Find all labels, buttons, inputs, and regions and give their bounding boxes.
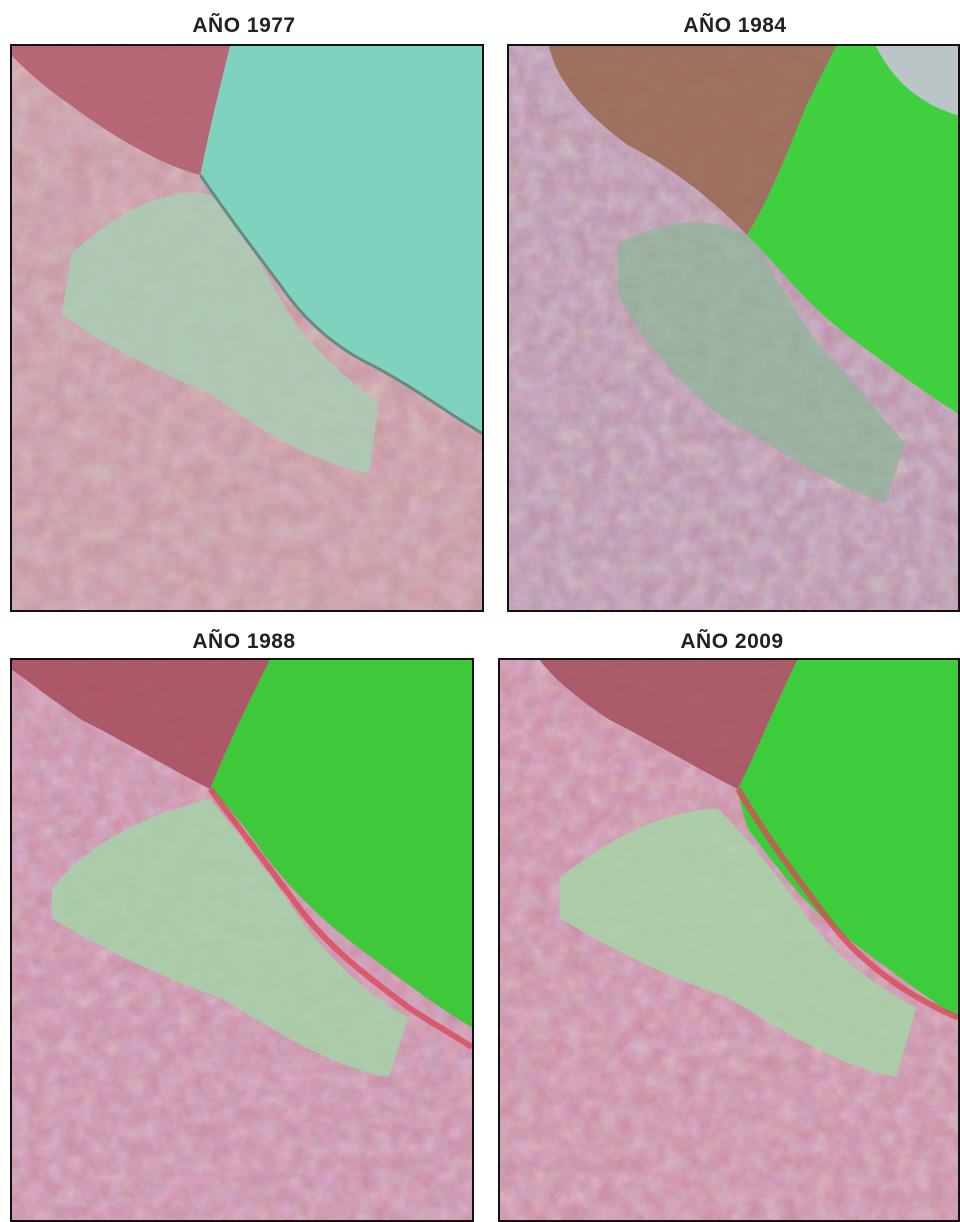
delta-area <box>12 660 270 790</box>
panel-title-1977: AÑO 1977 <box>192 14 296 37</box>
urban-area <box>559 808 917 1078</box>
urban-area <box>61 192 379 473</box>
city-corner <box>875 46 958 116</box>
satellite-image-2009 <box>498 658 960 1222</box>
coastline <box>199 174 482 435</box>
delta-area <box>548 46 837 235</box>
panel-title-2009: AÑO 2009 <box>680 630 784 653</box>
coastline <box>735 787 958 1021</box>
river-water <box>737 660 958 1018</box>
satellite-image-1988 <box>10 658 474 1222</box>
river-water <box>746 46 958 414</box>
river-water <box>200 46 482 434</box>
urban-area <box>51 799 409 1078</box>
urban-area <box>618 222 906 503</box>
delta-area <box>12 46 231 176</box>
panel-title-1984: AÑO 1984 <box>683 14 787 37</box>
satellite-image-1977 <box>10 44 484 612</box>
coastline <box>207 787 472 1050</box>
satellite-image-1984 <box>507 44 960 612</box>
delta-area <box>539 660 798 790</box>
panel-title-1988: AÑO 1988 <box>192 630 296 653</box>
river-water <box>210 660 472 1028</box>
